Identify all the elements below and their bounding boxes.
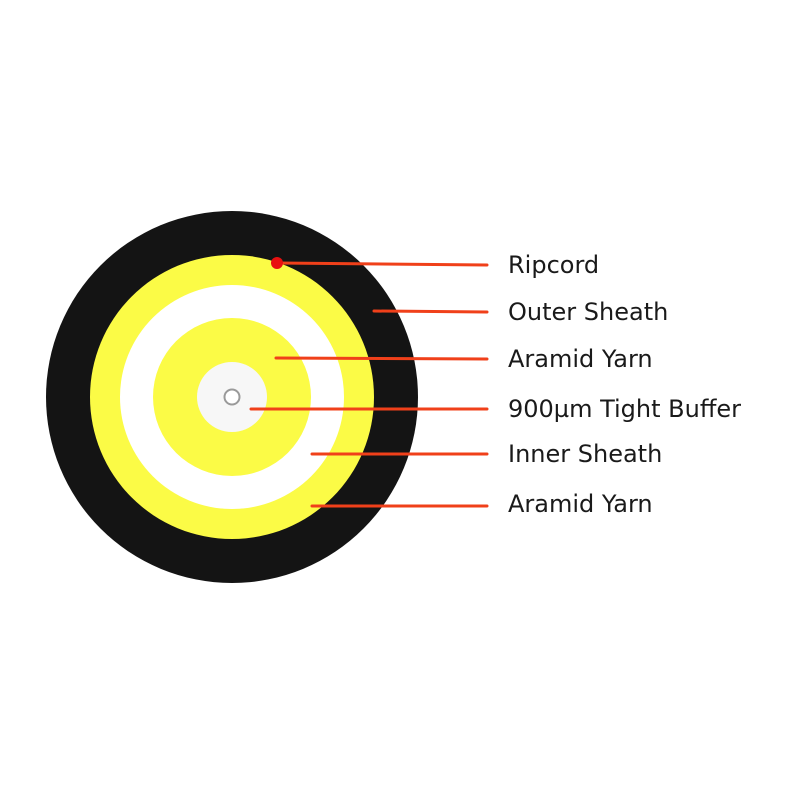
- leader-line-ripcord: [276, 261, 489, 267]
- component-labels: Ripcord Outer Sheath Aramid Yarn 900µm T…: [508, 251, 741, 518]
- cable-cross-section: [46, 211, 418, 583]
- label-aramid-yarn-outer: Aramid Yarn: [508, 490, 653, 518]
- label-tight-buffer: 900µm Tight Buffer: [508, 395, 741, 423]
- leader-lines: [249, 261, 489, 508]
- label-aramid-yarn-inner: Aramid Yarn: [508, 345, 653, 373]
- fiber-core-circle: [223, 388, 241, 406]
- ripcord-dot: [271, 257, 283, 269]
- label-outer-sheath: Outer Sheath: [508, 298, 668, 326]
- label-inner-sheath: Inner Sheath: [508, 440, 662, 468]
- label-ripcord: Ripcord: [508, 251, 599, 279]
- leader-line-outer-sheath: [372, 309, 489, 314]
- leader-line-aramid-yarn-inner: [274, 356, 489, 361]
